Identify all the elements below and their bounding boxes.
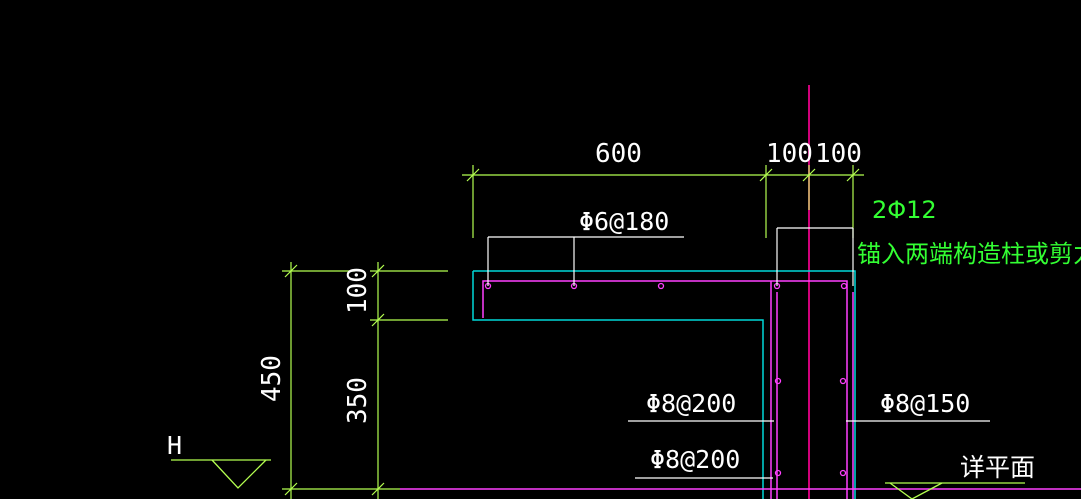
elevation-symbol [171, 459, 271, 489]
dim-600: 600 [595, 139, 642, 169]
label-bar-note: 锚入两端构造柱或剪力墙内 [857, 240, 1081, 268]
leader-lines [487, 227, 990, 479]
label-rebar-right: Φ8@150 [880, 389, 970, 418]
label-bar-top: 2Φ12 [872, 196, 937, 224]
label-rebar-left-1: Φ8@200 [646, 389, 736, 418]
dim-350: 350 [343, 377, 373, 424]
concrete-outline [472, 270, 856, 499]
dim-100-b: 100 [815, 139, 862, 169]
left-dimension-chain [282, 262, 448, 499]
top-dimension-chain [462, 165, 864, 238]
label-see-plan: 详平面 [960, 453, 1035, 482]
dim-100-a: 100 [766, 139, 813, 169]
dim-100-left: 100 [343, 267, 373, 314]
label-elevation: H [167, 431, 182, 460]
label-rebar-left-2: Φ8@200 [650, 445, 740, 474]
see-plan-symbol [885, 482, 1025, 499]
rebar-lines [400, 280, 1081, 499]
dim-450: 450 [257, 355, 287, 402]
label-stirrup-top: Φ6@180 [579, 207, 669, 236]
